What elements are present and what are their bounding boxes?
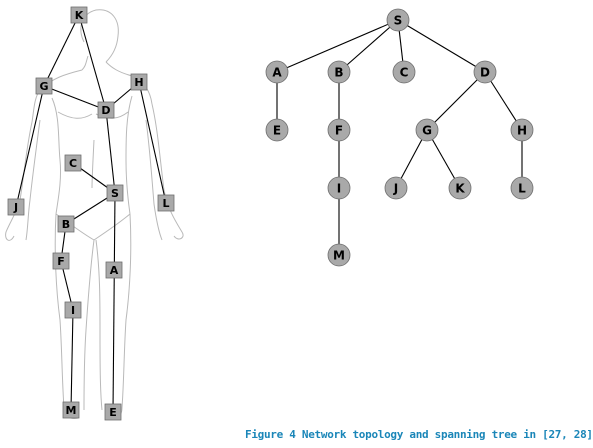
tree-edge-D-H [484,71,523,131]
sensor-node-B: B [57,215,75,233]
tree-node-C: C [392,60,416,84]
sensor-node-label: J [13,201,18,214]
figure-canvas: K G H D C S J L B F A I M E S A B C D E F G H I J K L M [5,6,534,421]
tree-node-F: F [327,118,351,142]
link-G-J [15,85,45,208]
figure-caption: Figure 4 Network topology and spanning t… [245,428,593,441]
tree-node-L: L [510,176,534,200]
tree-node-label: A [272,66,282,80]
sensor-node-E: E [104,403,122,421]
sensor-node-label: A [110,264,119,277]
link-S-E [112,192,116,413]
tree-node-A: A [265,60,289,84]
sensor-node-label: E [109,406,117,419]
tree-node-label: L [518,182,526,196]
link-H-L [138,81,167,204]
spanning-tree-nodes: S A B C D E F G H I J K L M [265,8,534,267]
sensor-node-H: H [130,73,148,91]
topology-nodes: K G H D C S J L B F A I M E [7,6,175,421]
sensor-node-label: K [75,9,84,22]
tree-node-label: E [273,124,281,138]
tree-node-J: J [384,176,408,200]
sensor-node-L: L [157,194,175,212]
tree-node-H: H [510,118,534,142]
tree-node-M: M [327,243,351,267]
sensor-node-C: C [64,154,82,172]
tree-node-label: B [334,66,343,80]
tree-node-I: I [327,176,351,200]
sensor-node-label: L [162,197,169,210]
sensor-node-G: G [35,77,53,95]
tree-node-E: E [265,118,289,142]
sensor-node-label: C [69,157,77,170]
sensor-node-label: S [111,187,119,200]
sensor-node-I: I [64,301,82,319]
sensor-node-label: H [134,76,143,89]
link-G-D [43,85,107,111]
sensor-node-A: A [105,261,123,279]
sensor-node-label: B [62,218,70,231]
tree-node-label: C [400,66,409,80]
link-K-D [78,14,107,111]
link-I-M [70,309,74,411]
sensor-node-D: D [97,101,115,119]
sensor-node-label: G [39,80,48,93]
sensor-node-label: I [71,304,75,317]
spanning-tree-edges [276,19,523,255]
sensor-node-M: M [62,401,80,419]
tree-node-label: K [455,182,465,196]
tree-node-label: D [480,66,490,80]
sensor-node-K: K [70,6,88,24]
sensor-node-label: F [57,255,65,268]
sensor-node-S: S [106,184,124,202]
tree-node-B: B [327,60,351,84]
human-body-outline [5,9,184,419]
tree-edge-S-D [397,19,486,73]
tree-node-D: D [473,60,497,84]
tree-node-S: S [386,8,410,32]
tree-node-K: K [448,176,472,200]
sensor-node-label: M [66,404,77,417]
tree-edge-S-B [338,19,399,73]
tree-node-label: S [394,14,403,28]
tree-node-label: H [517,124,527,138]
link-K-G [43,14,80,87]
tree-node-label: J [393,182,398,196]
tree-node-label: M [333,249,345,263]
tree-node-label: F [335,124,343,138]
tree-edge-D-G [426,71,486,131]
sensor-node-label: D [101,104,110,117]
sensor-node-J: J [7,198,25,216]
tree-edge-S-A [276,19,399,73]
tree-node-G: G [415,118,439,142]
tree-node-label: I [337,182,341,196]
tree-node-label: G [422,124,432,138]
sensor-node-F: F [52,252,70,270]
link-D-S [105,109,116,194]
